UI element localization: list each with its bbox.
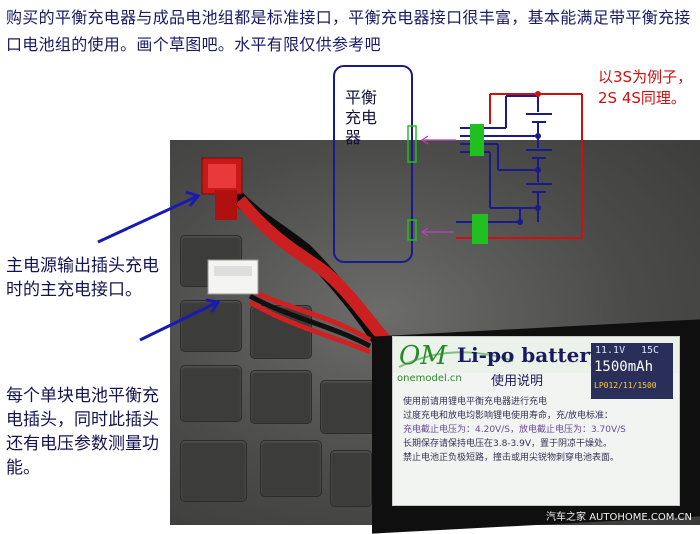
charger-box: [333, 65, 413, 263]
battery-wires-photo: [201, 157, 400, 355]
arrow-icon: [97, 194, 199, 244]
balance-port: [407, 125, 417, 163]
keyboard-key: [320, 380, 380, 434]
voltage-value: 11.1V: [595, 345, 626, 356]
main-power-plug: [201, 157, 243, 220]
balance-plug-symbol: [470, 124, 484, 156]
arrow-icon: [139, 300, 219, 342]
keyboard-key: [180, 365, 242, 422]
charger-label-line2: 充电: [345, 108, 378, 127]
instruction-line: 长期保存请保持电压在3.8-3.9V，置于阴凉干燥处。: [403, 439, 613, 449]
model-number: LP012/11/1500: [594, 381, 657, 390]
spec-box: 11.1V 15C 1500mAh LP012/11/1500: [591, 343, 673, 399]
c-rating-value: 15C: [641, 345, 660, 356]
battery-subtitle: 使用说明: [491, 374, 544, 389]
charger-label-line1: 平衡: [345, 88, 378, 107]
positive-wire: [488, 93, 583, 239]
balance-plug-annotation: 每个单块电池平衡充电插头，同时此插头还有电压参数测量功能。: [6, 386, 159, 478]
charger-label-line3: 器: [345, 128, 362, 147]
keyboard-key: [180, 300, 242, 352]
battery-label: OM onemodel.cn Li-po battery 使用说明 11.1V …: [392, 336, 680, 506]
watermark: 汽车之家 AUTOHOME.COM.CN: [546, 512, 692, 523]
main-plug-symbol: [472, 214, 488, 244]
arrow-icon: [420, 135, 456, 145]
brand-logo: OM: [399, 341, 447, 371]
instruction-line: 充电截止电压为：4.20V/S，放电截止电压为：3.70V/S: [403, 425, 626, 435]
capacity-value: 1500mAh: [594, 359, 654, 375]
arrow-icon: [420, 227, 454, 237]
instruction-line: 使用前请用锂电平衡充电器进行充电: [403, 397, 548, 407]
example-note: 以3S为例子，2S 4S同理。: [598, 68, 693, 107]
main-plug-annotation: 主电源输出插头充电时的主充电接口。: [6, 256, 159, 300]
keyboard-key: [250, 370, 312, 424]
intro-paragraph: 购买的平衡充电器与成品电池组都是标准接口，平衡充电器接口很丰富，基本能满足带平衡…: [6, 8, 691, 54]
wiring-sketch: [333, 65, 583, 263]
keyboard-key: [180, 440, 247, 502]
balance-plug: [207, 259, 259, 295]
cell-stack: [484, 95, 552, 223]
main-port: [407, 219, 417, 241]
pointer-arrows: [97, 190, 221, 342]
keyboard-key: [250, 305, 312, 359]
keyboard-key: [330, 450, 372, 507]
instruction-line: 过度充电和放电均影响锂电使用寿命，充/放电标准：: [403, 411, 614, 421]
instruction-line: 禁止电池正负极短路，撞击或用尖锐物刺穿电池表面。: [403, 453, 620, 463]
battery-title: Li-po battery: [457, 343, 602, 367]
usage-instructions: 使用前请用锂电平衡充电器进行充电 过度充电和放电均影响锂电使用寿命，充/放电标准…: [403, 395, 673, 465]
brand-site: onemodel.cn: [397, 373, 462, 384]
keyboard-key: [260, 440, 322, 497]
